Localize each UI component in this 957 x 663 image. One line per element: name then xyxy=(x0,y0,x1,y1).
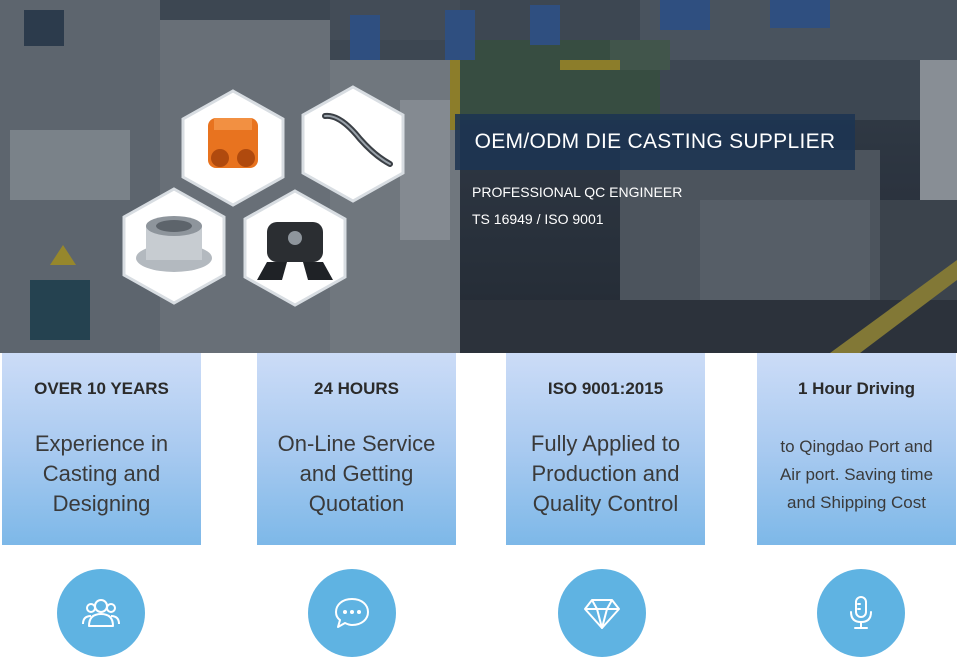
hero-subtitle-certification: TS 16949 / ISO 9001 xyxy=(472,211,604,227)
diamond-icon xyxy=(584,599,620,629)
product-hexagon-flange xyxy=(122,187,226,305)
feature-description: On-Line Service and Getting Quotation xyxy=(277,431,436,516)
product-hexagon-mount xyxy=(243,189,347,307)
product-hexagon-housing xyxy=(181,89,285,207)
feature-description: Experience in Casting and Designing xyxy=(34,431,169,516)
feature-card-iso: ISO 9001:2015 Fully Applied to Productio… xyxy=(506,353,705,545)
hero-banner: OEM/ODM DIE CASTING SUPPLIER PROFESSIONA… xyxy=(0,0,957,353)
feature-description: Fully Applied to Production and Quality … xyxy=(530,431,681,516)
chat-icon-button[interactable] xyxy=(308,569,396,657)
factory-background-image xyxy=(0,0,957,353)
feature-card-service: 24 HOURS On-Line Service and Getting Quo… xyxy=(257,353,456,545)
feature-card-experience: OVER 10 YEARS Experience in Casting and … xyxy=(2,353,201,545)
feature-heading: OVER 10 YEARS xyxy=(34,379,169,398)
hero-subtitle-qc: PROFESSIONAL QC ENGINEER xyxy=(472,184,683,200)
hero-title-box: OEM/ODM DIE CASTING SUPPLIER xyxy=(455,114,855,170)
feature-heading: ISO 9001:2015 xyxy=(547,379,664,398)
feature-heading: 1 Hour Driving xyxy=(797,379,916,398)
diamond-icon-button[interactable] xyxy=(558,569,646,657)
feature-card-location: 1 Hour Driving to Qingdao Port and Air p… xyxy=(757,353,956,545)
users-icon-button[interactable] xyxy=(57,569,145,657)
hero-title: OEM/ODM DIE CASTING SUPPLIER xyxy=(474,130,836,153)
users-icon xyxy=(82,599,120,627)
product-hexagon-handle xyxy=(301,85,405,203)
microphone-icon-button[interactable] xyxy=(817,569,905,657)
chat-bubble-icon xyxy=(335,598,369,628)
microphone-icon xyxy=(850,596,872,629)
feature-description: to Qingdao Port and Air port. Saving tim… xyxy=(779,437,934,512)
feature-heading: 24 HOURS xyxy=(313,379,400,398)
